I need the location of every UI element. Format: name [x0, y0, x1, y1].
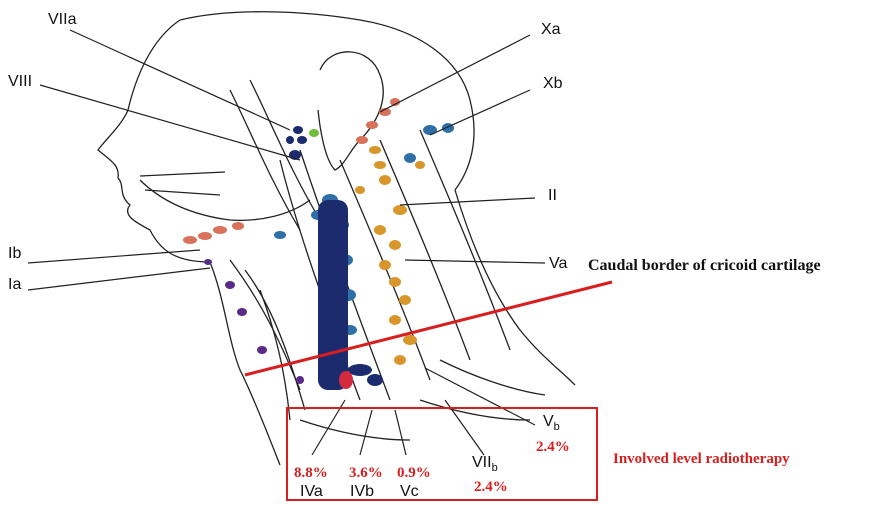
- involved-level-label: Involved level radiotherapy: [613, 452, 790, 467]
- node-green: [309, 129, 319, 137]
- label-Ia: Ia: [8, 277, 21, 293]
- label-Xa: Xa: [541, 22, 561, 38]
- label-VIIa: VIIa: [48, 12, 76, 28]
- node-chain-navy: [286, 126, 383, 390]
- cricoid-annotation: Caudal border of cricoid cartilage: [588, 258, 821, 274]
- jaw-line: [140, 180, 310, 220]
- cricoid-border-line: [245, 282, 612, 375]
- label-Ib: Ib: [8, 246, 21, 262]
- node-chain-salmon: [183, 98, 400, 244]
- node-chain-blue: [274, 123, 454, 350]
- skull-outline: [180, 12, 474, 190]
- involved-level-box: [286, 407, 598, 501]
- label-Xb: Xb: [543, 76, 563, 92]
- back-neck-outline: [455, 190, 575, 385]
- label-Va: Va: [549, 256, 567, 272]
- node-crimson: [339, 371, 353, 389]
- label-VIII: VIII: [8, 74, 32, 90]
- label-II: II: [548, 188, 557, 204]
